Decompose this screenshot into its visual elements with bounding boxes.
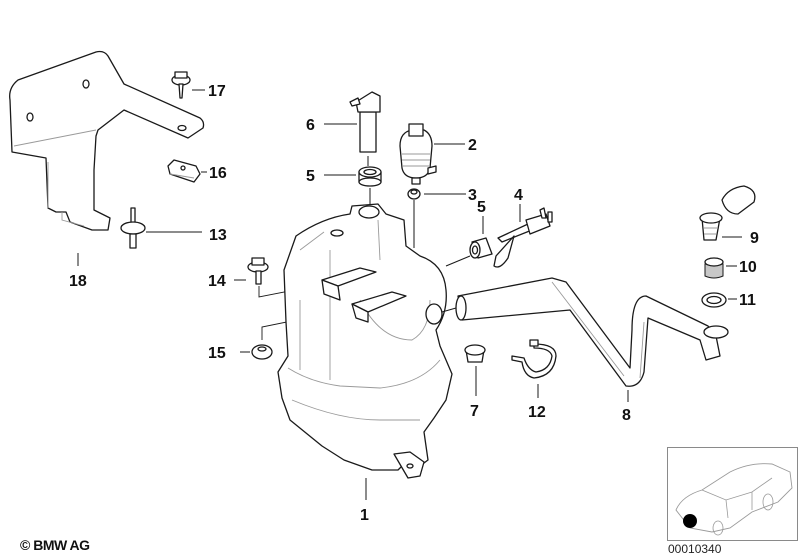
label-4[interactable]: 4 [514, 187, 523, 204]
part-16-clip-nut[interactable] [167, 159, 201, 183]
part-11-seal-ring[interactable] [701, 292, 727, 308]
label-11[interactable]: 11 [739, 292, 756, 309]
car-outline-icon [675, 463, 793, 536]
label-13[interactable]: 13 [209, 227, 227, 244]
label-9[interactable]: 9 [750, 230, 759, 247]
part-5-grommet-upper[interactable] [358, 166, 382, 187]
part-5-grommet-side[interactable] [469, 237, 493, 259]
part-18-bracket[interactable] [9, 50, 205, 231]
label-5-upper[interactable]: 5 [306, 168, 315, 185]
part-10-filter-insert[interactable] [704, 257, 724, 279]
label-16[interactable]: 16 [209, 165, 227, 182]
label-2[interactable]: 2 [468, 137, 477, 154]
label-12[interactable]: 12 [528, 404, 546, 421]
part-9-filler-cap[interactable] [699, 185, 756, 241]
label-8[interactable]: 8 [622, 407, 631, 424]
location-marker-icon [683, 514, 697, 528]
label-7[interactable]: 7 [470, 403, 479, 420]
label-1[interactable]: 1 [360, 507, 369, 524]
part-13-stud[interactable] [120, 207, 146, 249]
vehicle-location-inset [667, 447, 798, 541]
part-14-bolt[interactable] [247, 257, 269, 285]
part-17-screw[interactable] [171, 71, 191, 99]
label-14[interactable]: 14 [208, 273, 226, 290]
part-7-grommet[interactable] [464, 344, 486, 363]
part-15-grommet-nut[interactable] [251, 344, 273, 360]
leader-5-side-to-tank [445, 255, 471, 267]
label-6[interactable]: 6 [306, 117, 315, 134]
part-6-level-sensor[interactable] [349, 91, 381, 153]
part-1-reservoir[interactable] [277, 203, 453, 479]
part-2-washer-pump[interactable] [399, 123, 437, 185]
part-4-connector[interactable] [493, 207, 553, 268]
diagram-code: 00010340 [668, 542, 722, 556]
label-10[interactable]: 10 [739, 259, 757, 276]
label-18[interactable]: 18 [69, 273, 87, 290]
label-5-side[interactable]: 5 [477, 199, 486, 216]
label-3[interactable]: 3 [468, 187, 477, 204]
label-15[interactable]: 15 [208, 345, 226, 362]
copyright-notice: © BMW AG [20, 537, 90, 553]
part-3-grommet[interactable] [407, 188, 421, 200]
part-8-filler-pipe[interactable] [455, 277, 729, 387]
part-12-hose-clamp[interactable] [511, 339, 557, 379]
leader-8-to-tank [441, 307, 457, 313]
label-17[interactable]: 17 [208, 83, 226, 100]
